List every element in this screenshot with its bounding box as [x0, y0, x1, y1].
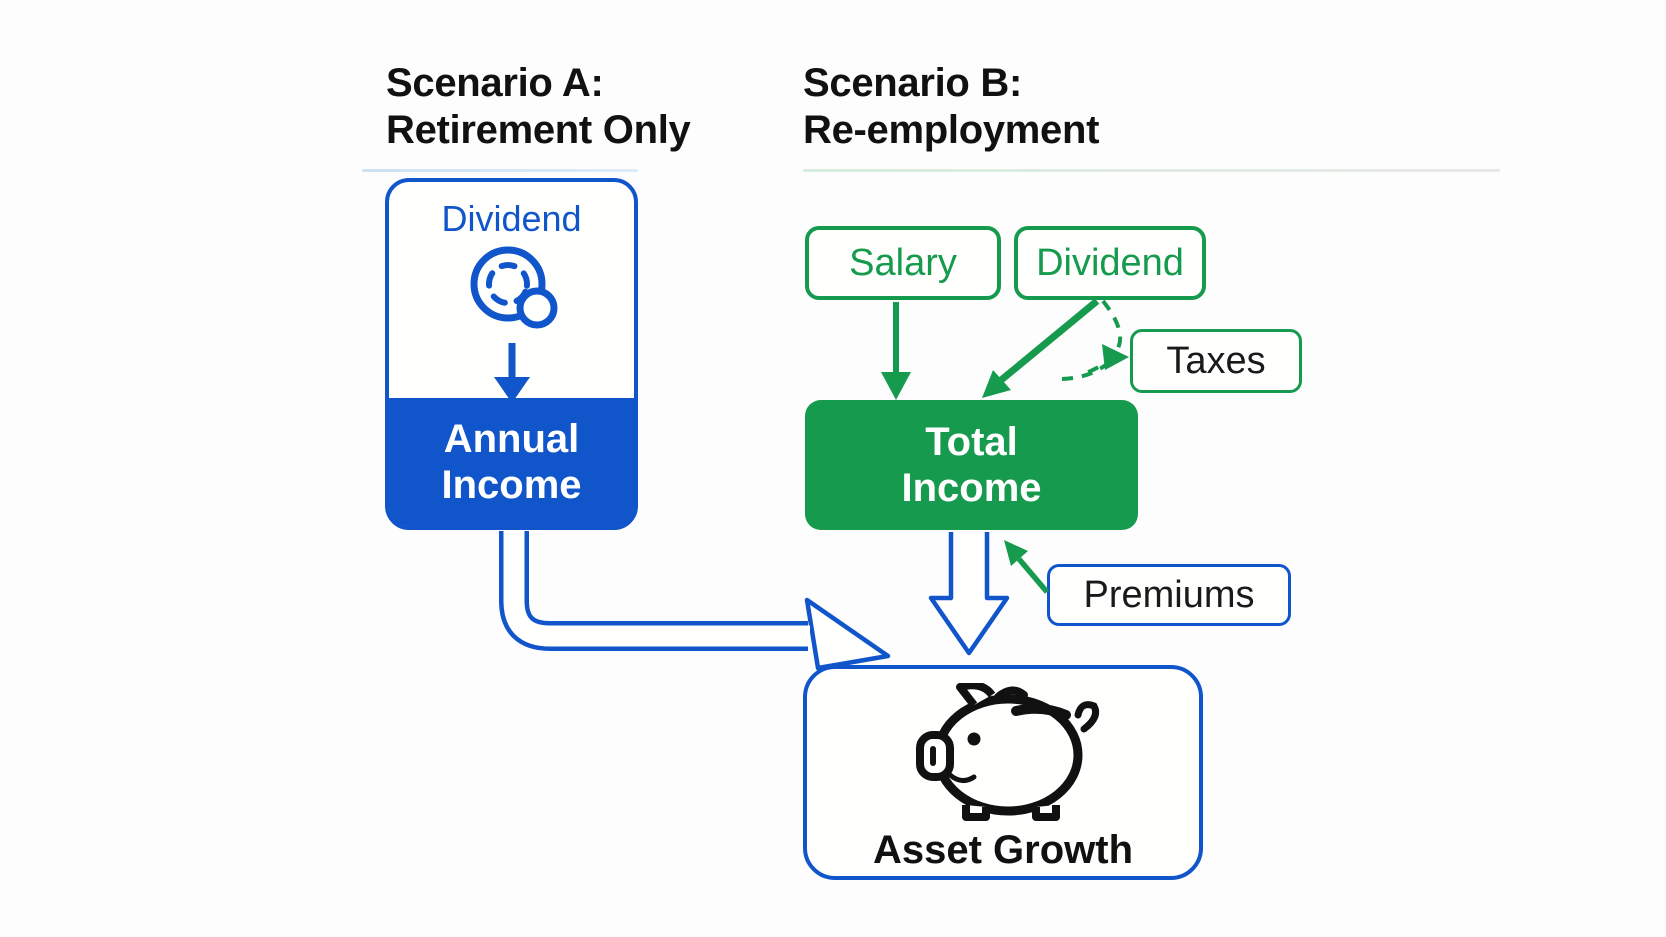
total-income-box: Total Income	[805, 400, 1138, 530]
scenario-a-heading: Scenario A: Retirement Only	[386, 60, 691, 154]
premiums-box: Premiums	[1047, 564, 1291, 626]
scenario-a-underline	[362, 169, 638, 172]
scenario-a-heading-line1: Scenario A:	[386, 61, 604, 105]
scenario-b-heading-line1: Scenario B:	[803, 61, 1022, 105]
premiums-label: Premiums	[1083, 573, 1255, 616]
salary-label: Salary	[849, 241, 957, 284]
scenario-b-heading: Scenario B: Re-employment	[803, 60, 1099, 154]
dividend-to-taxes-dashed-arrow	[1061, 299, 1129, 381]
salary-box: Salary	[805, 226, 1001, 300]
annual-income-line2: Income	[441, 463, 582, 507]
scenario-a-heading-line2: Retirement Only	[386, 108, 691, 152]
taxes-box: Taxes	[1130, 329, 1302, 393]
taxes-label: Taxes	[1166, 339, 1266, 382]
total-income-line1: Total	[925, 420, 1018, 464]
annual-income-box: Annual Income	[389, 398, 634, 526]
scenario-b-heading-line2: Re-employment	[803, 108, 1100, 152]
piggy-bank-icon	[900, 681, 1106, 826]
scenario-a-dividend-label: Dividend	[441, 198, 582, 239]
salary-arrow	[881, 302, 911, 400]
total-income-line2: Income	[901, 466, 1042, 510]
dividend-to-total-arrow	[982, 298, 1100, 398]
scenario-b-underline	[803, 169, 1500, 172]
dividend-box: Dividend	[1014, 226, 1206, 300]
coin-icon	[460, 242, 564, 343]
arrow-down-icon	[490, 343, 534, 410]
annual-income-line1: Annual	[443, 417, 580, 461]
total-income-to-asset-arrow	[928, 532, 1010, 656]
asset-growth-box: Asset Growth	[803, 665, 1203, 880]
dividend-label: Dividend	[1036, 241, 1184, 284]
premiums-to-total-arrow	[1004, 540, 1050, 594]
annual-income-to-asset-pipe-arrow	[499, 531, 891, 671]
scenario-a-flow-box: Dividend Annual Income	[385, 178, 638, 530]
asset-growth-label: Asset Growth	[872, 828, 1134, 872]
